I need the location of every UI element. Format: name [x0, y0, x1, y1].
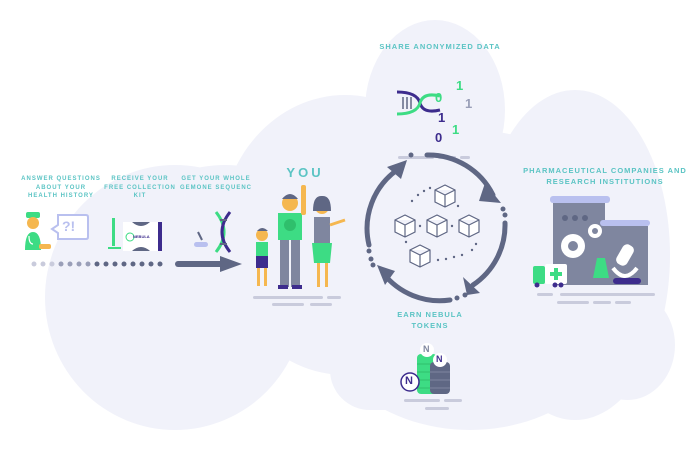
pharma-label: Pharmaceutical companies and research in…: [523, 166, 687, 186]
earn-tokens-label: Earn Nebula tokens: [397, 310, 463, 330]
background-cloud: [330, 320, 610, 410]
shadow-line: [593, 301, 611, 304]
shadow-line: [615, 301, 631, 304]
shadow-line: [444, 399, 462, 402]
shadow-line: [327, 296, 341, 299]
shadow-line: [460, 156, 470, 159]
progress-arrow-icon: [31, 256, 242, 272]
cycle-arrows-icon: [364, 152, 508, 304]
token-glyph: N: [405, 375, 413, 387]
binary-digit: 0: [435, 130, 443, 145]
step-genome-label: Get your whole gemone sequenc: [180, 176, 253, 191]
kit-brand: NEBULA: [133, 234, 150, 239]
shadow-line: [557, 301, 589, 304]
binary-dna-icon: [396, 90, 441, 116]
binary-digit: 0: [435, 90, 443, 105]
shadow-line: [272, 303, 304, 306]
family-icon: [256, 185, 346, 289]
binary-digit: 1: [456, 78, 464, 93]
shadow-line: [404, 399, 440, 402]
shadow-line: [253, 296, 323, 299]
binary-digit: 1: [438, 110, 446, 125]
blockchain-cubes-icon: [394, 184, 480, 268]
shadow-line: [537, 293, 553, 296]
question-bubble-icon: [50, 214, 89, 240]
shadow-line: [425, 407, 449, 410]
shadow-line: [310, 303, 332, 306]
share-data-label: Share anonymized data: [379, 42, 501, 51]
laboratory-icon: [533, 196, 650, 288]
dna-icon: [194, 211, 232, 253]
token-glyph: N: [423, 344, 430, 354]
token-glyph: N: [436, 354, 443, 364]
step-receive-kit-label: Receive your free collection kit: [104, 176, 176, 200]
question-glyph: ?!: [62, 218, 76, 234]
you-label: YOU: [286, 165, 324, 180]
shadow-line: [560, 293, 655, 296]
binary-digit: 1: [465, 96, 473, 111]
token-stack-icon: [400, 343, 450, 394]
step-answer-questions-label: Answer questions about your health histo…: [21, 176, 101, 200]
binary-digit: 1: [452, 122, 460, 137]
doctor-icon: [25, 212, 51, 250]
collection-kit-icon: [108, 218, 162, 251]
shadow-line: [398, 156, 434, 159]
